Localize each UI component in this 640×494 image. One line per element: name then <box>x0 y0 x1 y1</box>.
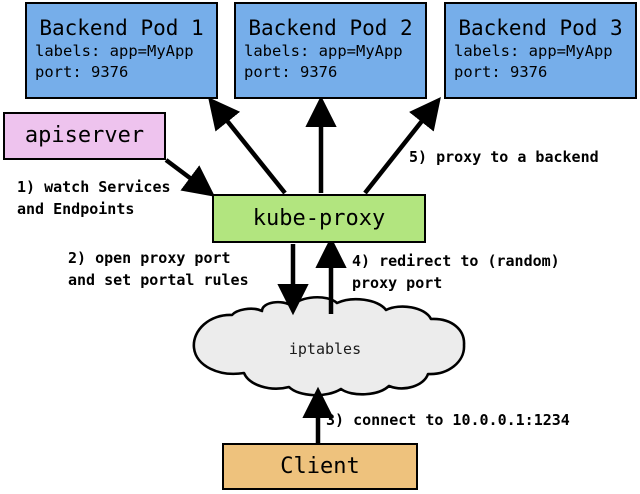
step-5-line-1: 5) proxy to a backend <box>409 148 599 166</box>
step-1-label: 1) watch Services and Endpoints <box>17 176 171 220</box>
node-iptables-label: iptables <box>245 340 405 358</box>
step-5-label: 5) proxy to a backend <box>409 146 599 168</box>
step-2-label: 2) open proxy port and set portal rules <box>68 247 249 291</box>
step-2-line-2: and set portal rules <box>68 271 249 289</box>
node-backend-pod-1[interactable]: Backend Pod 1 labels: app=MyApp port: 93… <box>25 2 218 99</box>
pod-2-title: Backend Pod 2 <box>248 16 413 40</box>
step-4-line-1: 4) redirect to (random) <box>352 252 560 270</box>
pod-3-port: port: 9376 <box>454 63 548 81</box>
step-1-line-1: 1) watch Services <box>17 178 171 196</box>
node-kube-proxy[interactable]: kube-proxy <box>212 194 426 243</box>
kube-proxy-label: kube-proxy <box>252 205 386 231</box>
pod-1-title: Backend Pod 1 <box>39 16 204 40</box>
step-4-label: 4) redirect to (random) proxy port <box>352 250 560 294</box>
pod-2-port: port: 9376 <box>244 63 338 81</box>
pod-3-title: Backend Pod 3 <box>458 16 623 40</box>
pod-3-labels: labels: app=MyApp <box>454 42 613 60</box>
node-apiserver[interactable]: apiserver <box>3 112 166 160</box>
node-backend-pod-3[interactable]: Backend Pod 3 labels: app=MyApp port: 93… <box>444 2 637 99</box>
edge-apiserver-to-kube-proxy <box>164 158 216 197</box>
step-2-line-1: 2) open proxy port <box>68 249 231 267</box>
apiserver-label: apiserver <box>24 123 145 148</box>
client-label: Client <box>280 453 360 479</box>
pod-1-port: port: 9376 <box>35 63 129 81</box>
pod-2-labels: labels: app=MyApp <box>244 42 403 60</box>
step-3-label: 3) connect to 10.0.0.1:1234 <box>326 409 570 431</box>
step-3-line-1: 3) connect to 10.0.0.1:1234 <box>326 411 570 429</box>
edge-kube-proxy-to-pod-1 <box>208 97 287 195</box>
step-4-line-2: proxy port <box>352 274 443 292</box>
node-backend-pod-2[interactable]: Backend Pod 2 labels: app=MyApp port: 93… <box>234 2 427 99</box>
node-client[interactable]: Client <box>222 443 418 490</box>
pod-1-labels: labels: app=MyApp <box>35 42 194 60</box>
step-1-line-2: and Endpoints <box>17 200 135 218</box>
iptables-text: iptables <box>288 340 362 358</box>
